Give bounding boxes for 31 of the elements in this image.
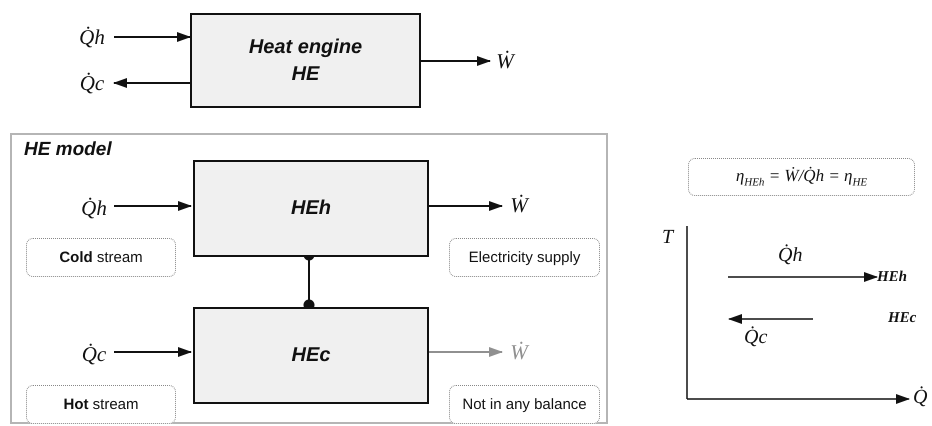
- edge-label: Q̇h: [778, 244, 802, 267]
- note-box: Electricity supply: [449, 238, 600, 277]
- arrow: [114, 201, 192, 211]
- arrow: [427, 201, 503, 211]
- arrow: [114, 347, 192, 357]
- note-box: Hot stream: [26, 385, 176, 424]
- model-panel: [10, 133, 608, 424]
- arrow: [421, 56, 491, 66]
- arrow: [113, 78, 190, 88]
- flow-symbol: Q̇c: [70, 70, 114, 96]
- note-box: Not in any balance: [449, 385, 600, 424]
- heading: HE model: [24, 139, 112, 161]
- process-box: HEh: [193, 160, 429, 257]
- axis-label: Q̇c: [744, 326, 768, 349]
- flow-symbol: Q̇h: [72, 195, 116, 221]
- flow-symbol: Q̇h: [70, 24, 114, 50]
- flow-symbol: Q̇c: [72, 341, 116, 367]
- axis-label: HEc: [888, 310, 916, 327]
- flow-symbol: Ẇ: [490, 48, 520, 74]
- formula-box: η$_{HEh}$ = Ẇ/Q̇h = η$_{HE}$: [688, 158, 915, 196]
- axis-label: Q̇: [913, 386, 928, 409]
- flow-symbol: Ẇ: [504, 192, 534, 218]
- note-box: Cold stream: [26, 238, 176, 277]
- arrow: [114, 32, 191, 42]
- axis-label: T: [662, 226, 674, 249]
- flow-symbol: Ẇ: [504, 339, 534, 365]
- process-box: HEc: [193, 307, 429, 404]
- curve-label: HEh: [877, 266, 927, 288]
- arrow: [728, 272, 878, 282]
- process-box: Heat engine HE: [190, 13, 421, 108]
- arrow: [427, 347, 503, 357]
